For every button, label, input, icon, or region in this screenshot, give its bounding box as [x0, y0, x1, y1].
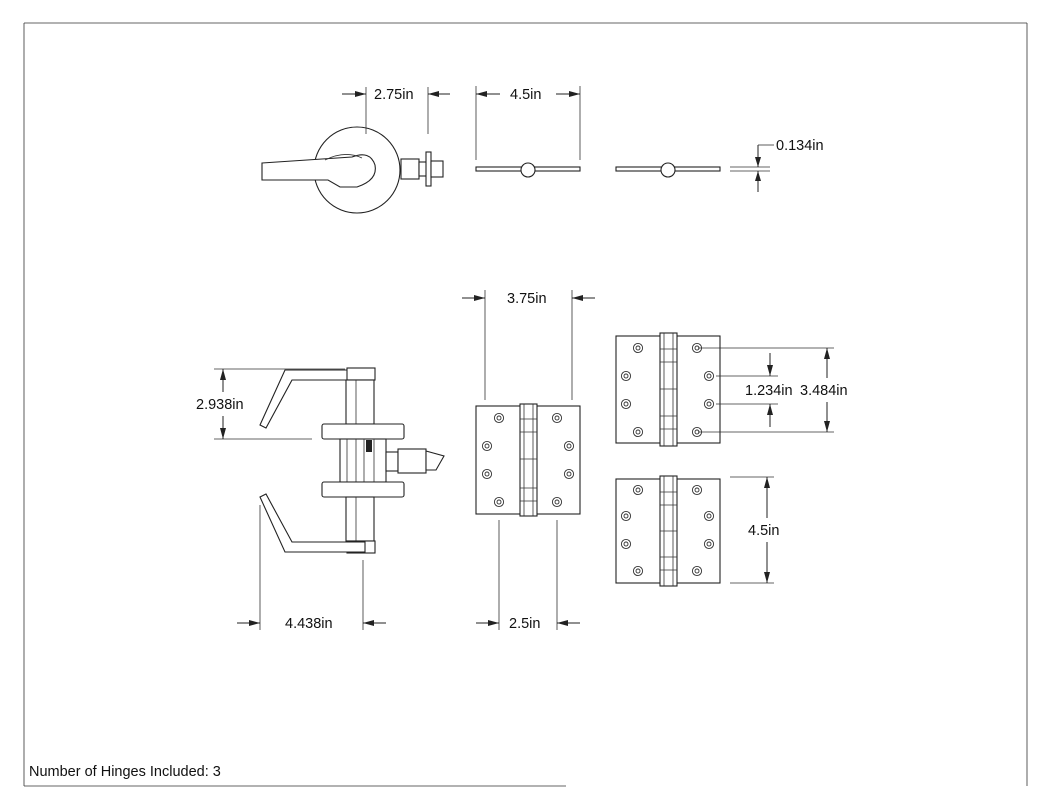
dim-hinge-thickness: 0.134in: [730, 138, 824, 192]
dim-lever-length: 4.438in: [237, 505, 386, 632]
dim-hinge-leaf-width: 2.5in: [476, 520, 580, 632]
dim-label-hinge-height: 4.5in: [748, 523, 779, 539]
hinge-open-top-view: [475, 162, 581, 178]
hinge-screw-layout-view: [615, 332, 721, 447]
hinge-height-view: [615, 475, 721, 587]
dim-screw-spacing: 1.234in: [716, 353, 793, 427]
dim-lever-depth: 2.75in: [342, 87, 450, 134]
dim-label-lever-depth: 2.75in: [374, 87, 414, 103]
hinge-count-value: 3: [212, 764, 221, 780]
dim-label-hinge-leaf-width: 2.5in: [509, 616, 540, 632]
dim-label-outer-screw-spacing: 3.484in: [800, 383, 848, 399]
hinge-count-note: Number of Hinges Included: 3: [29, 764, 221, 780]
dim-label-hinge-open-width: 4.5in: [510, 87, 541, 103]
hinge-count-label: Number of Hinges Included:: [29, 764, 209, 780]
dim-label-lever-length: 4.438in: [285, 616, 333, 632]
lever-set-top-view: [259, 367, 445, 554]
dim-hinge-width: 3.75in: [462, 290, 595, 400]
dim-label-hinge-thickness: 0.134in: [776, 138, 824, 154]
dim-label-lever-height: 2.938in: [196, 397, 244, 413]
dim-label-hinge-width: 3.75in: [507, 291, 547, 307]
hinge-front-view: [475, 403, 581, 517]
dim-hinge-height: 4.5in: [730, 476, 779, 584]
hinge-open-top-view-2: [615, 162, 721, 178]
drawing-border: [23, 22, 1028, 787]
dim-hinge-open-width: 4.5in: [475, 86, 581, 160]
lever-side-view: [261, 126, 444, 214]
dim-label-screw-spacing: 1.234in: [745, 383, 793, 399]
dim-outer-screw-spacing: 3.484in: [698, 347, 848, 433]
dim-lever-height: 2.938in: [196, 368, 345, 440]
